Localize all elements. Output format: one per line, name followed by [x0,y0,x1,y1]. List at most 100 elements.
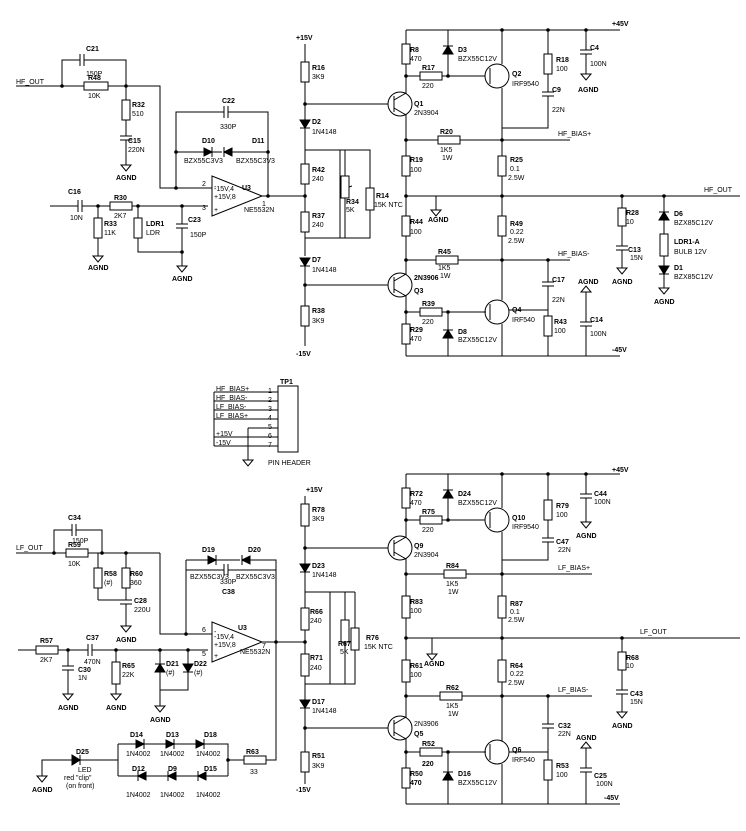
svg-text:R83: R83 [410,599,423,606]
svg-text:R84: R84 [446,563,459,570]
svg-text:R51: R51 [312,753,325,760]
lf-channel: LF_OUT C34 150P R59 10K R58 (#) R60 360 … [16,467,740,805]
svg-text:R44: R44 [410,219,423,226]
svg-text:22N: 22N [558,731,571,738]
svg-text:220: 220 [422,761,434,768]
svg-text:R67: R67 [338,641,351,648]
svg-text:100: 100 [410,167,422,174]
svg-text:2N3904: 2N3904 [414,552,439,559]
svg-text:R53: R53 [556,763,569,770]
svg-text:C47: C47 [556,539,569,546]
resistor-r75 [419,515,443,525]
svg-text:red "clip": red "clip" [64,775,92,782]
svg-text:D16: D16 [458,771,471,778]
resistor-r19 [401,155,411,177]
svg-text:2N3906: 2N3906 [414,721,439,728]
resistor-r49 [497,215,507,237]
svg-text:100N: 100N [590,331,607,338]
svg-text:D20: D20 [248,547,261,554]
resistor-r45 [435,255,459,265]
svg-text:LF_OUT: LF_OUT [640,629,668,636]
svg-text:R76: R76 [366,635,379,642]
svg-text:3K9: 3K9 [312,318,325,325]
svg-text:7: 7 [262,643,266,650]
net-label-hf-out-in: HF_OUT [16,79,45,86]
svg-text:D6: D6 [674,211,683,218]
svg-text:330P: 330P [220,579,237,586]
svg-text:LF_BIAS-: LF_BIAS- [216,404,247,411]
ldr-ldr1 [133,217,143,239]
svg-text:D1: D1 [674,265,683,272]
svg-text:100: 100 [410,672,422,679]
resistor-r50 [401,767,411,789]
svg-text:33: 33 [250,769,258,776]
svg-text:470N: 470N [84,659,101,666]
svg-text:10N: 10N [70,215,83,222]
svg-text:+15V: +15V [306,487,323,494]
svg-text:150P: 150P [72,538,89,545]
svg-text:-15V,4: -15V,4 [214,186,234,193]
svg-text:470: 470 [410,56,422,63]
val-r48: 10K [88,93,101,100]
resistor-r66 [300,607,310,631]
svg-text:15N: 15N [630,699,643,706]
resistor-r53 [543,759,553,781]
val-r32: 510 [132,111,144,118]
svg-text:1W: 1W [448,711,459,718]
svg-text:AGND: AGND [150,717,171,724]
svg-text:D24: D24 [458,491,471,498]
svg-text:R68: R68 [626,655,639,662]
svg-text:2K7: 2K7 [40,657,53,664]
svg-text:100N: 100N [590,61,607,68]
svg-text:240: 240 [312,176,324,183]
mosfet-q2 [484,63,510,89]
svg-text:2N3906: 2N3906 [414,275,439,282]
resistor-r42 [300,163,310,185]
resistor-r63 [243,755,267,765]
svg-text:-15V: -15V [296,787,311,794]
svg-text:3K9: 3K9 [312,74,325,81]
transistor-q3 [387,272,413,298]
svg-text:AGND: AGND [116,637,137,644]
svg-text:R49: R49 [510,221,523,228]
svg-text:R57: R57 [40,638,53,645]
svg-text:10K: 10K [68,561,81,568]
svg-text:R14: R14 [376,193,389,200]
val-c21: 150P [86,71,103,78]
opamp-u3 [211,175,264,217]
resistor-r62 [439,691,463,701]
svg-text:220: 220 [422,527,434,534]
resistor-r39 [419,307,443,317]
svg-text:AGND: AGND [172,276,193,283]
svg-text:22N: 22N [552,297,565,304]
bulb-ldr1a [659,233,669,257]
transistor-q1 [387,91,413,117]
svg-text:15K NTC: 15K NTC [374,202,403,209]
svg-text:D18: D18 [204,732,217,739]
svg-text:D25: D25 [76,749,89,756]
svg-text:D7: D7 [312,257,321,264]
svg-text:HF_BIAS+: HF_BIAS+ [216,386,249,393]
svg-text:1N4002: 1N4002 [126,751,151,758]
svg-text:1K5: 1K5 [446,703,459,710]
svg-text:-15V: -15V [296,351,311,358]
svg-text:1W: 1W [440,273,451,280]
svg-text:HF_BIAS-: HF_BIAS- [558,251,590,258]
svg-text:1N4002: 1N4002 [160,751,185,758]
svg-text:-: - [214,629,217,636]
resistor-r8 [401,43,411,65]
svg-text:3: 3 [202,205,206,212]
resistor-r84 [443,569,467,579]
transistor-q5 [387,715,413,741]
svg-text:R42: R42 [312,167,325,174]
svg-text:D23: D23 [312,563,325,570]
svg-text:240: 240 [312,222,324,229]
svg-text:R78: R78 [312,507,325,514]
svg-text:C4: C4 [590,45,599,52]
svg-text:AGND: AGND [32,787,53,794]
svg-text:R52: R52 [422,741,435,748]
svg-text:C37: C37 [86,635,99,642]
svg-text:D17: D17 [312,699,325,706]
svg-text:R66: R66 [310,609,323,616]
